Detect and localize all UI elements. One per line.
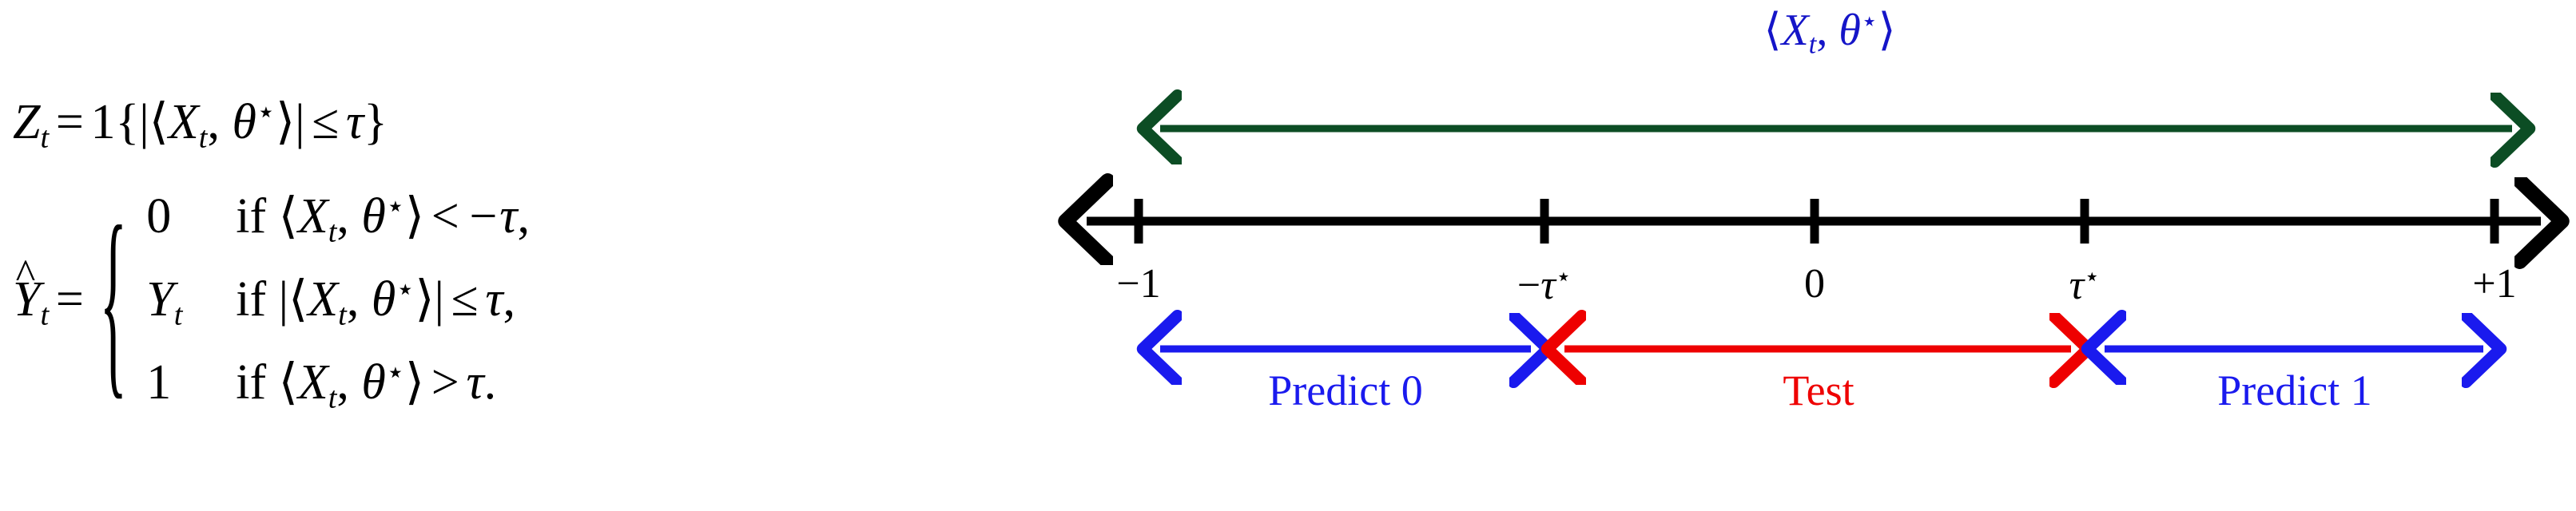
equation-indicator: Zt=1{|⟨Xt, θ⋆⟩|≤τ} <box>13 97 388 153</box>
case-condition: if ⟨Xt, θ⋆⟩<−τ, <box>236 192 530 248</box>
minus-sign: − <box>1517 262 1541 308</box>
case-row: Yt if |⟨Xt, θ⋆⟩|≤τ, <box>146 275 530 331</box>
star-superscript: ⋆ <box>256 96 276 130</box>
abs-bar-open: | <box>139 95 149 149</box>
angle-open: ⟨ <box>1763 6 1782 56</box>
z-subscript: t <box>40 121 50 155</box>
angle-close: ⟩ <box>275 95 296 149</box>
star-superscript: ⋆ <box>385 355 405 390</box>
angle-open: ⟨ <box>149 95 169 149</box>
x-subscript: t <box>1808 28 1817 60</box>
abs-bar-close: | <box>434 271 444 327</box>
star-superscript: ⋆ <box>385 190 405 224</box>
relation-sign: ≤ <box>451 271 479 327</box>
case-row: 0 if ⟨Xt, θ⋆⟩<−τ, <box>146 192 530 248</box>
case-value: Yt <box>146 275 236 331</box>
x-subscript: t <box>338 298 347 332</box>
angle-close: ⟩ <box>404 355 425 410</box>
comma: , <box>207 95 220 149</box>
if-keyword: if <box>236 271 267 327</box>
region-label-predict-0: Predict 0 <box>1268 366 1423 414</box>
tick-label-tau: τ⋆ <box>2069 263 2101 307</box>
if-keyword: if <box>236 355 267 410</box>
close-brace: } <box>364 95 388 149</box>
relation-sign: < <box>431 189 459 244</box>
angle-open: ⟨ <box>278 355 298 410</box>
tick-label-minus-1: −1 <box>1116 261 1161 307</box>
theta-var: θ <box>361 189 386 244</box>
case-condition: if |⟨Xt, θ⋆⟩|≤τ, <box>236 275 515 331</box>
y-var: Y <box>13 271 41 327</box>
bound-value: τ <box>485 271 503 327</box>
region-label-predict-1: Predict 1 <box>2217 366 2372 414</box>
cases-list: 0 if ⟨Xt, θ⋆⟩<−τ, Yt if |⟨Xt, θ⋆⟩|≤τ, 1 … <box>146 192 530 414</box>
equation-prediction: ^Yt= { 0 if ⟨Xt, θ⋆⟩<−τ, Yt if |⟨Xt, θ⋆⟩… <box>13 192 530 414</box>
case-value: 1 <box>146 355 172 410</box>
comma: , <box>346 271 360 327</box>
star-superscript: ⋆ <box>396 272 415 307</box>
equals-sign: = <box>55 95 84 149</box>
relation-sign: > <box>431 355 459 410</box>
comma: , <box>336 355 349 410</box>
angle-open: ⟨ <box>288 271 308 327</box>
tau-symbol: τ <box>2069 262 2085 308</box>
x-var: X <box>308 271 339 327</box>
x-var: X <box>297 189 328 244</box>
equals-sign-2: = <box>55 271 84 327</box>
case-punct: . <box>483 355 497 410</box>
comma: , <box>1816 6 1828 56</box>
abs-bar-close: | <box>295 95 305 149</box>
star-superscript: ⋆ <box>1555 262 1572 291</box>
comma: , <box>336 189 349 244</box>
abs-bar-open: | <box>278 271 289 327</box>
yhat-lhs: ^Yt= <box>13 253 90 332</box>
if-keyword: if <box>236 189 267 244</box>
x-subscript: t <box>328 215 337 249</box>
bound-value: τ <box>466 355 484 410</box>
range-arrow-title: ⟨Xt, θ⋆⟩ <box>1763 6 1896 60</box>
case-value-text: Y <box>146 271 174 327</box>
x-var: X <box>297 355 328 410</box>
open-brace: { <box>115 95 140 149</box>
bound-value: −τ <box>466 189 518 244</box>
angle-open: ⟨ <box>278 189 298 244</box>
x-subscript: t <box>328 381 337 415</box>
indicator-symbol: 1 <box>90 95 116 149</box>
region-label-test: Test <box>1783 366 1854 414</box>
tick-label-zero: 0 <box>1804 261 1825 307</box>
x-var: X <box>1781 6 1809 56</box>
z-var: Z <box>13 95 41 149</box>
angle-close: ⟩ <box>1878 6 1896 56</box>
case-condition: if ⟨Xt, θ⋆⟩>τ. <box>236 358 496 414</box>
case-row: 1 if ⟨Xt, θ⋆⟩>τ. <box>146 358 530 414</box>
y-subscript: t <box>40 298 50 332</box>
angle-close: ⟩ <box>404 189 425 244</box>
equations-panel: Zt=1{|⟨Xt, θ⋆⟩|≤τ} ^Yt= { 0 if ⟨Xt, θ⋆⟩<… <box>8 0 951 511</box>
x-subscript: t <box>198 121 208 155</box>
cases-brace: { <box>100 187 128 418</box>
angle-close: ⟩ <box>415 271 435 327</box>
yhat-accent-group: ^Y <box>13 253 41 327</box>
tau-symbol: τ <box>1540 262 1556 308</box>
case-value-subscript: t <box>173 298 183 332</box>
theta-var: θ <box>371 271 396 327</box>
case-punct: , <box>503 271 516 327</box>
hat-accent: ^ <box>15 251 36 298</box>
leq-sign: ≤ <box>312 95 340 149</box>
x-var: X <box>168 95 199 149</box>
case-punct: , <box>517 189 530 244</box>
star-superscript: ⋆ <box>2084 262 2101 291</box>
theta-var: θ <box>232 95 256 149</box>
tau-var: τ <box>345 95 364 149</box>
star-superscript: ⋆ <box>1860 6 1878 37</box>
tick-label-minus-tau: −τ⋆ <box>1517 263 1572 307</box>
theta-var: θ <box>361 355 386 410</box>
case-value: 0 <box>146 189 172 244</box>
theta-var: θ <box>1839 6 1861 56</box>
tick-label-plus-1: +1 <box>2472 261 2517 307</box>
